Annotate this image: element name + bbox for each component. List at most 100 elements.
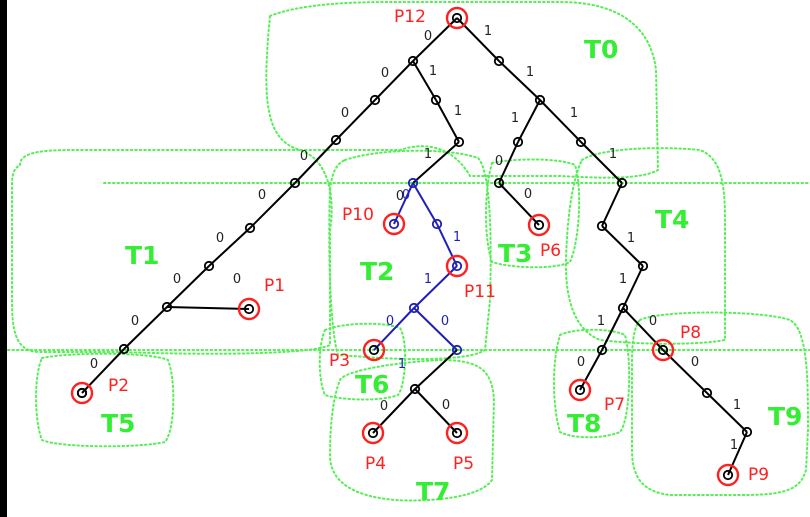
edge-bit-label: 1 xyxy=(453,230,461,245)
edge-bit-label: 0 xyxy=(691,355,699,370)
trie-node xyxy=(493,55,505,67)
edge-bit-label: 0 xyxy=(300,149,308,164)
trie-edge-a5-a6 xyxy=(208,227,251,267)
point-node-p5 xyxy=(451,427,463,439)
point-ring-p6 xyxy=(527,213,551,237)
trie-node xyxy=(407,177,419,189)
trie-edge-a3-a4 xyxy=(294,139,337,184)
subtree-region-t5 xyxy=(35,352,175,448)
edge-bit-label: 1 xyxy=(424,272,432,287)
trie-node xyxy=(637,260,649,272)
point-node-p2 xyxy=(76,387,88,399)
trie-node xyxy=(575,136,587,148)
point-label-p6: P6 xyxy=(540,241,561,261)
point-label-p4: P4 xyxy=(365,454,386,474)
trie-edge-a1-b1 xyxy=(412,60,437,101)
diagram-background xyxy=(7,0,810,517)
edge-bit-label: 0 xyxy=(216,231,224,246)
trie-edge-a7-p1 xyxy=(166,306,250,310)
edge-bit-label: 1 xyxy=(733,398,741,413)
subtree-label-t1: T1 xyxy=(125,241,159,270)
point-node-p3 xyxy=(368,344,380,356)
edge-bit-label: 1 xyxy=(570,106,578,121)
trie-edge-a1-a2 xyxy=(374,60,414,101)
subtree-label-t4: T4 xyxy=(655,205,689,234)
subtree-region-t7 xyxy=(328,358,496,502)
subtree-label-t5: T5 xyxy=(101,409,135,438)
point-node-p11 xyxy=(451,260,463,272)
edge-bit-label: 0 xyxy=(258,188,266,203)
point-label-p2: P2 xyxy=(108,376,129,396)
point-ring-p12 xyxy=(445,6,469,30)
trie-node xyxy=(596,344,608,356)
trie-edge-b3-p10 xyxy=(393,182,414,225)
point-ring-p3 xyxy=(362,338,386,362)
subtree-region-t6 xyxy=(318,322,407,401)
edge-bit-label: 1 xyxy=(619,272,627,287)
point-label-p7: P7 xyxy=(604,395,625,415)
point-node-p7 xyxy=(574,384,586,396)
trie-node xyxy=(118,343,130,355)
edge-bit-label: 1 xyxy=(511,111,519,126)
trie-node xyxy=(616,177,628,189)
trie-edge-c8-c9 xyxy=(622,265,644,309)
trie-edge-c5-c6 xyxy=(580,141,623,184)
point-label-p5: P5 xyxy=(453,454,474,474)
subtree-label-t8: T8 xyxy=(567,409,601,438)
trie-node xyxy=(407,55,419,67)
trie-node xyxy=(512,136,524,148)
point-node-p6 xyxy=(533,219,545,231)
subtree-label-t9: T9 xyxy=(768,402,802,431)
edge-bit-label: 1 xyxy=(730,438,738,453)
subtree-region-t4 xyxy=(564,147,726,345)
subtree-label-t0: T0 xyxy=(584,35,618,64)
edge-bit-label: 0 xyxy=(233,272,241,287)
point-node-p8 xyxy=(657,344,669,356)
edge-bit-label: 0 xyxy=(495,154,503,169)
trie-edge-c7-c8 xyxy=(601,225,644,267)
point-node-p4 xyxy=(367,427,379,439)
edge-bit-label: 0 xyxy=(402,188,410,203)
trie-edge-c1-c2 xyxy=(498,60,541,101)
point-node-p10 xyxy=(388,218,400,230)
trie-node xyxy=(431,218,443,230)
point-ring-p1 xyxy=(237,297,261,321)
point-label-p10: P10 xyxy=(342,205,374,225)
trie-edge-a7-a8 xyxy=(123,306,168,350)
point-node-p1 xyxy=(243,303,255,315)
subtree-region-t2 xyxy=(328,149,492,361)
point-label-p12: P12 xyxy=(394,7,426,27)
trie-edge-c10-p7 xyxy=(579,349,603,391)
trie-node xyxy=(701,387,713,399)
edge-bit-label: 1 xyxy=(429,64,437,79)
edge-bit-label: 0 xyxy=(386,314,394,329)
trie-edge-a4-a5 xyxy=(249,182,296,229)
subtree-region-t9 xyxy=(631,311,810,496)
edge-bit-label: 0 xyxy=(380,399,388,414)
trie-edge-b6-b7 xyxy=(414,349,458,390)
point-ring-p7 xyxy=(568,378,592,402)
subtree-label-t2: T2 xyxy=(360,257,394,286)
trie-node xyxy=(244,222,256,234)
trie-node xyxy=(289,177,301,189)
edge-bit-label: 0 xyxy=(424,29,432,44)
point-ring-p9 xyxy=(716,463,740,487)
edge-bit-label: 0 xyxy=(442,398,450,413)
edge-bit-label: 0 xyxy=(441,314,449,329)
trie-edge-c2-c5 xyxy=(539,99,582,143)
point-label-p1: P1 xyxy=(264,276,285,296)
point-ring-p11 xyxy=(445,254,469,278)
edge-bit-label: 0 xyxy=(396,189,404,204)
trie-node xyxy=(408,302,420,314)
edge-bit-label: 0 xyxy=(649,314,657,329)
point-label-p8: P8 xyxy=(680,323,701,343)
point-ring-p10 xyxy=(382,212,406,236)
trie-node xyxy=(741,426,753,438)
trie-node xyxy=(330,134,342,146)
trie-edge-b1-b2 xyxy=(435,99,460,143)
trie-node xyxy=(409,383,421,395)
edge-bit-label: 0 xyxy=(381,66,389,81)
subtree-region-t0 xyxy=(265,0,660,179)
trie-edge-c2-c3 xyxy=(517,99,541,143)
